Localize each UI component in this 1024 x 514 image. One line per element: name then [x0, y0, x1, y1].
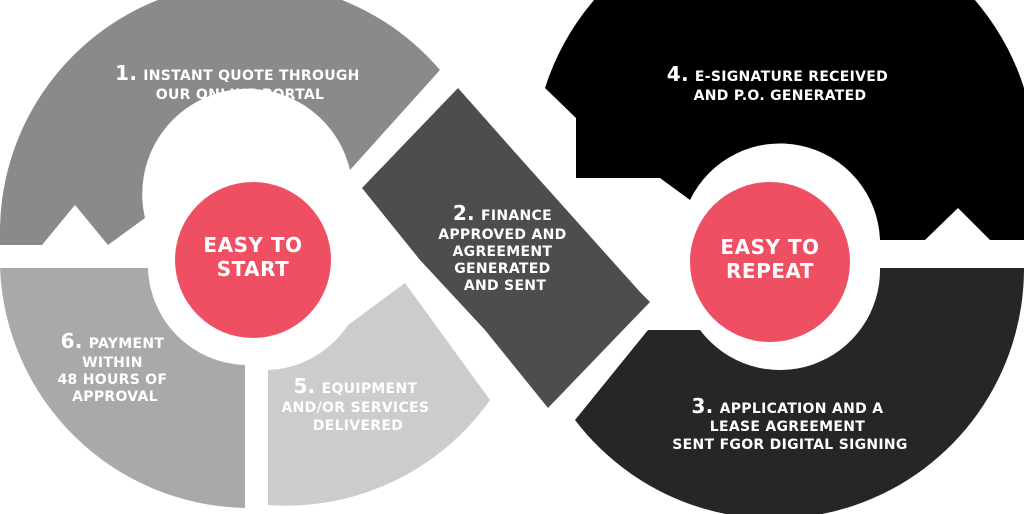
step-4-line1: E-SIGNATURE RECEIVED: [695, 69, 888, 85]
step-6-line1: PAYMENT: [89, 336, 165, 352]
step-6-line3: 48 HOURS OF: [57, 372, 167, 388]
segment-step-3: [575, 268, 1024, 514]
step-2-line2: APPROVED AND: [438, 227, 566, 243]
step-2-line3: AGREEMENT: [453, 244, 553, 260]
repeat-label-line2: REPEAT: [726, 259, 814, 283]
step-2-line4: GENERATED: [454, 261, 550, 277]
step-6-number: 6.: [61, 329, 83, 353]
center-circle-start: [175, 182, 331, 338]
step-4-line2: AND P.O. GENERATED: [694, 88, 867, 104]
start-label-line1: EASY TO: [203, 233, 302, 257]
center-circle-repeat: [690, 182, 850, 342]
segment-step-6: [0, 268, 245, 508]
step-3-text: 3. APPLICATION AND A LEASE AGREEMENT SENT…: [672, 394, 907, 453]
step-3-number: 3.: [691, 394, 713, 418]
segment-step-4: [545, 0, 1024, 240]
step-1-line2: OUR ONLINE PORTAL: [156, 87, 324, 103]
step-2-line1: FINANCE: [481, 208, 552, 224]
step-1-line1: INSTANT QUOTE THROUGH: [143, 68, 359, 84]
step-6-text: 6. PAYMENT WITHIN 48 HOURS OF APPROVAL: [57, 329, 172, 405]
step-2-text: 2. FINANCE APPROVED AND AGREEMENT GENERAT…: [438, 201, 572, 294]
step-2-number: 2.: [453, 201, 475, 225]
step-5-text: 5. EQUIPMENT AND/OR SERVICES DELIVERED: [282, 374, 435, 434]
step-3-line2: LEASE AGREEMENT: [710, 419, 865, 435]
step-1-text: 1. INSTANT QUOTE THROUGH OUR ONLINE PORTA…: [115, 61, 365, 103]
step-1-number: 1.: [115, 61, 137, 85]
repeat-label-line1: EASY TO: [720, 235, 819, 259]
step-5-line2: AND/OR SERVICES: [282, 400, 430, 416]
step-6-line2: WITHIN: [82, 355, 143, 371]
step-6-line4: APPROVAL: [72, 389, 158, 405]
step-3-line3: SENT FGOR DIGITAL SIGNING: [672, 437, 907, 453]
segment-step-5: [268, 283, 490, 506]
step-5-line3: DELIVERED: [313, 418, 403, 434]
step-3-line1: APPLICATION AND A: [720, 401, 884, 417]
start-label-line2: START: [217, 257, 290, 281]
segment-step-2: [362, 88, 650, 408]
step-4-number: 4.: [667, 62, 689, 86]
step-4-text: 4. E-SIGNATURE RECEIVED AND P.O. GENERATE…: [667, 62, 893, 104]
segment-step-1: [0, 0, 440, 245]
step-5-number: 5.: [293, 374, 315, 398]
step-5-line1: EQUIPMENT: [322, 381, 418, 397]
step-2-line5: AND SENT: [464, 278, 547, 294]
